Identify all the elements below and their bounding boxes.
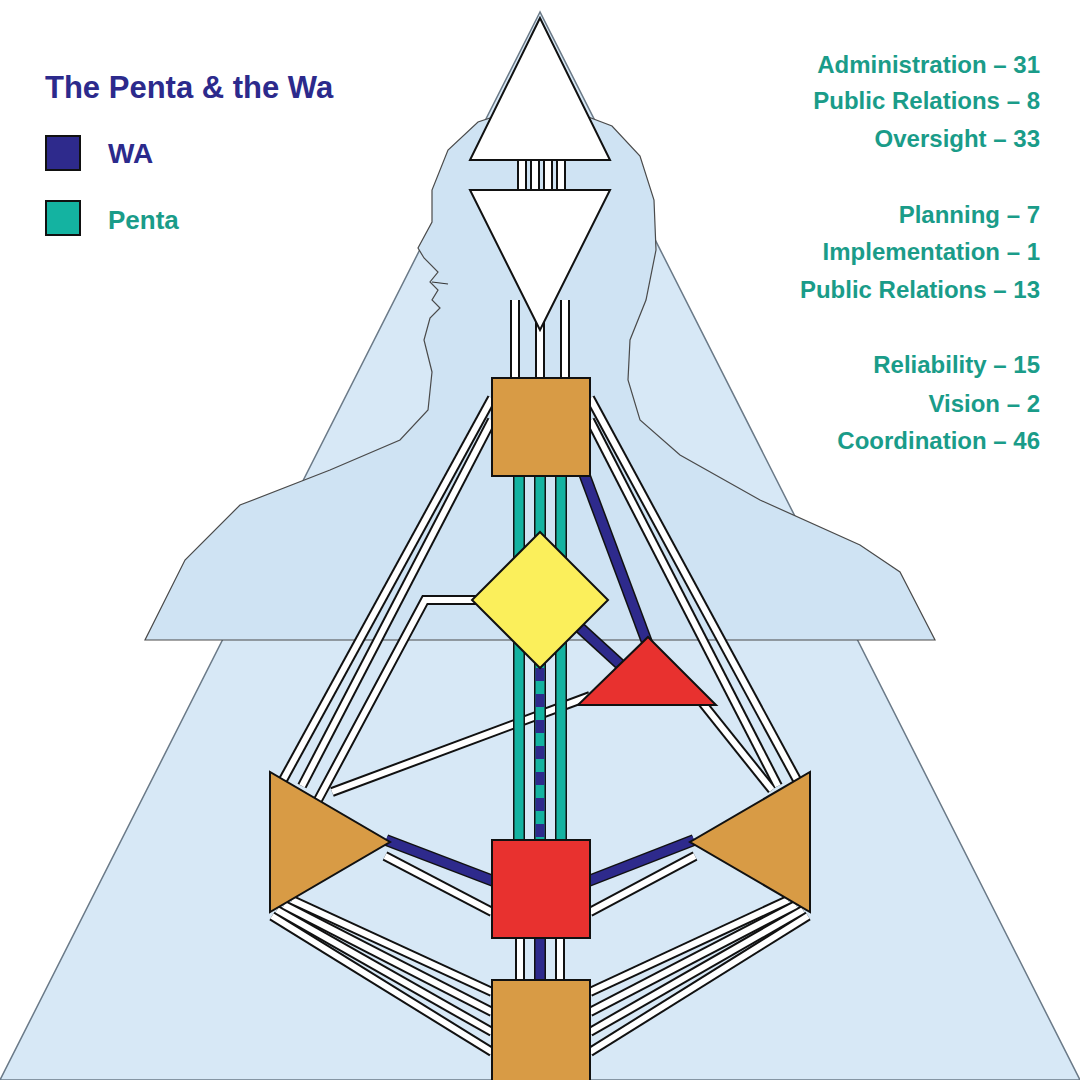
channel-label: Coordination – 46 [837, 426, 1040, 456]
channel-label: Implementation – 1 [823, 237, 1040, 267]
legend-text: Penta [108, 205, 179, 236]
legend-text: WA [108, 138, 153, 170]
legend-swatch [45, 135, 81, 171]
channel-label: Planning – 7 [899, 200, 1040, 230]
channel-label: Oversight – 33 [875, 124, 1040, 154]
channel-label: Vision – 2 [928, 389, 1040, 419]
legend-swatch [45, 200, 81, 236]
channel-label: Public Relations – 13 [800, 275, 1040, 305]
channel-label: Reliability – 15 [873, 350, 1040, 380]
channel-label: Administration – 31 [817, 50, 1040, 80]
diagram-title: The Penta & the Wa [45, 70, 333, 106]
channel-label: Public Relations – 8 [813, 86, 1040, 116]
